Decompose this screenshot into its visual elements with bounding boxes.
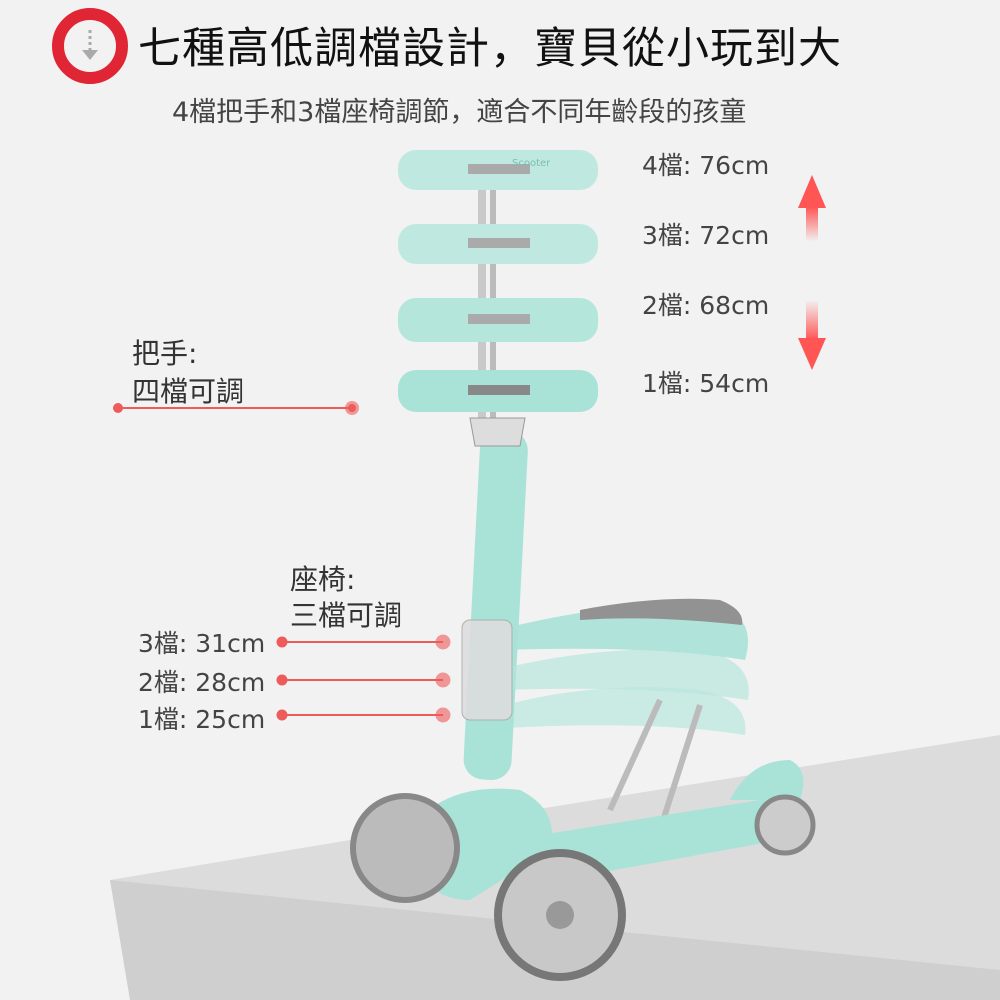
handlebar-positions [398,150,598,412]
front-left-wheel [350,793,460,903]
handlebar-level-1: 1檔: 54cm [642,369,770,398]
scroll-down-icon [52,8,128,84]
handlebar-level-2: 2檔: 68cm [642,291,770,320]
seat-positions [461,598,749,735]
seat-label: 座椅: [290,563,356,596]
handlebar-label: 把手: [132,337,198,370]
handlebar-level-3: 3檔: 72cm [642,221,770,250]
handlebar-marker-line [113,401,359,415]
page-subtitle: 4檔把手和3檔座椅調節，適合不同年齡段的孩童 [172,97,747,128]
seat-label-detail: 三檔可調 [290,599,403,632]
seat-level-2: 2檔: 28cm [138,668,266,697]
seat-marker-lines [276,634,451,723]
rear-wheel [754,794,816,856]
handlebar-label-detail: 四檔可調 [132,375,245,408]
height-arrows-icon [798,175,826,370]
page-title: 七種高低調檔設計，寶貝從小玩到大 [138,24,842,74]
seat-level-1: 1檔: 25cm [138,705,266,734]
grip-text: Scooter [512,158,551,169]
seat-level-3: 3檔: 31cm [138,629,266,658]
handlebar-level-4: 4檔: 76cm [642,151,770,180]
